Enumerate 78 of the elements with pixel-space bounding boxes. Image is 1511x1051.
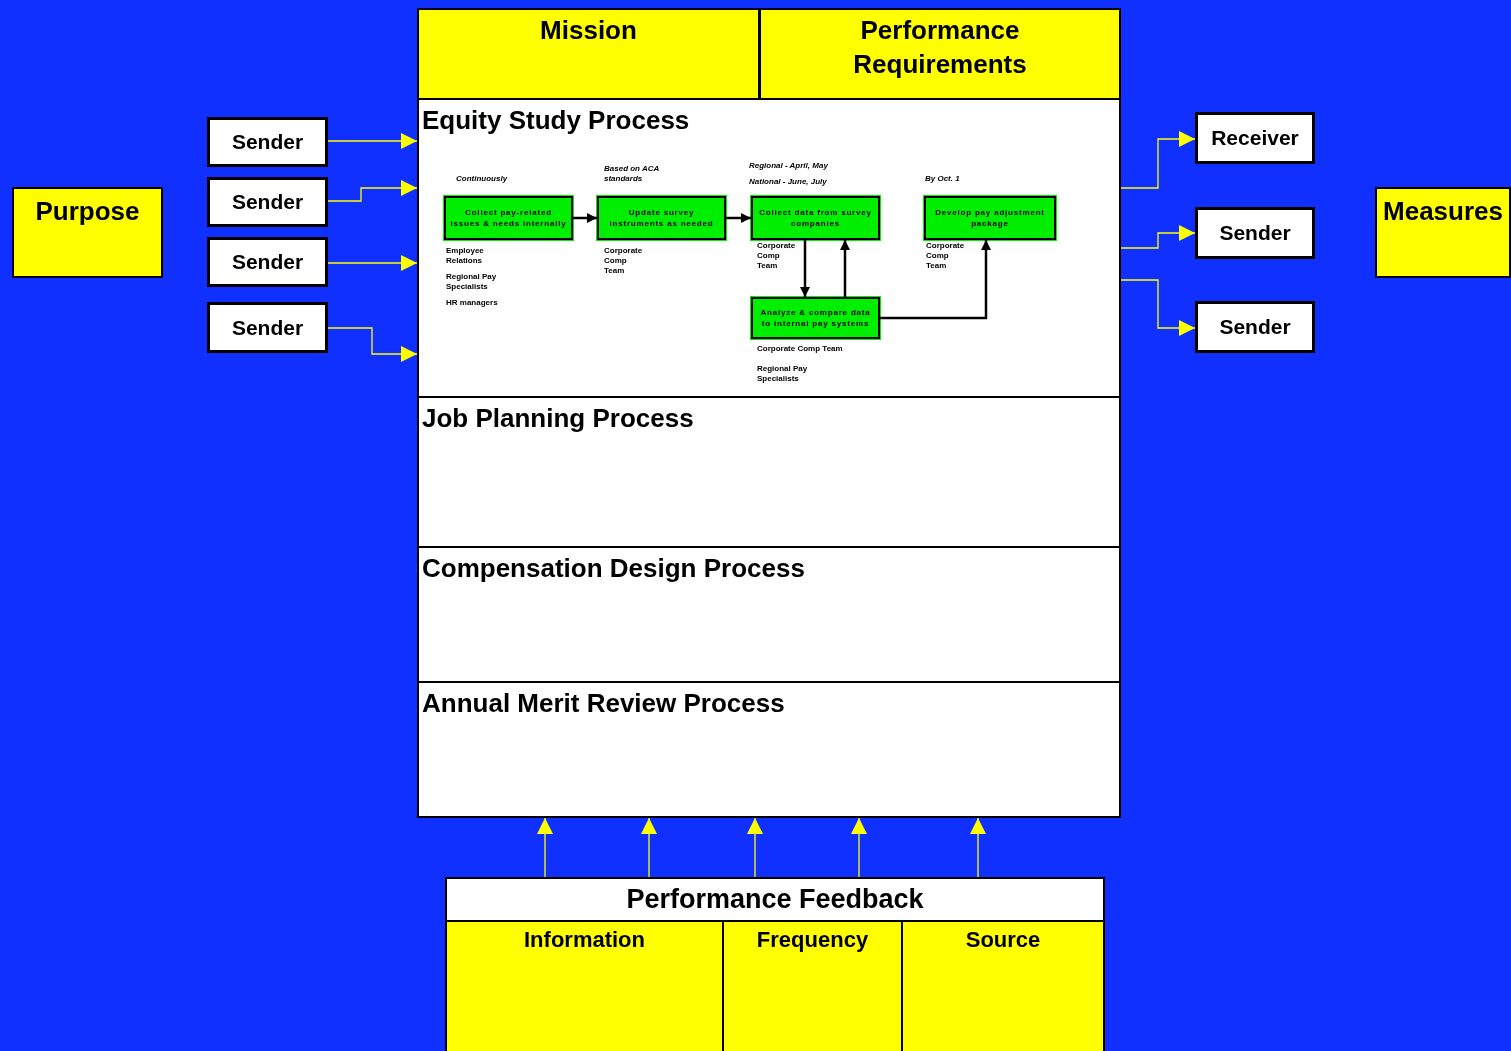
arrow — [327, 133, 418, 149]
note-text: Corporate Comp Team — [926, 241, 966, 271]
node-label: Develop pay adjustment package — [934, 206, 1046, 230]
feedback-column — [722, 920, 903, 1051]
note-text: Regional Pay Specialists — [446, 272, 498, 292]
process-box — [444, 196, 573, 240]
actor-box — [207, 117, 328, 167]
node-label: Job Planning Process — [422, 402, 694, 435]
node-label: Analyze & compare data to internal pay systems — [759, 306, 872, 330]
actor-box — [207, 237, 328, 287]
node-label: Frequency — [756, 926, 869, 954]
process-band — [417, 681, 1121, 818]
note-text: Regional - April, May — [749, 161, 829, 171]
process-box — [751, 297, 880, 339]
note-text: Corporate Comp Team — [757, 344, 844, 354]
actor-box — [1195, 207, 1315, 259]
note-text: Corporate Comp Team — [604, 246, 644, 276]
note-text: By Oct. 1 — [925, 174, 961, 184]
arrow — [327, 180, 418, 202]
feedback-column — [445, 920, 724, 1051]
note-text: Based on ACA standards — [604, 164, 660, 184]
process-box — [924, 196, 1056, 240]
node-label: Compensation Design Process — [422, 552, 805, 585]
note-text: National - June, July — [749, 177, 828, 187]
feedback-header — [445, 877, 1105, 922]
note-text: Corporate Comp Team — [757, 241, 797, 271]
process-band — [417, 396, 1121, 548]
feedback-column — [901, 920, 1105, 1051]
header-box — [417, 8, 760, 100]
node-label: Update survey instruments as needed — [608, 206, 715, 230]
arrow — [851, 817, 867, 878]
note-text: Continuously — [456, 174, 509, 184]
arrow — [726, 213, 751, 223]
actor-box — [207, 177, 328, 227]
arrow — [840, 240, 850, 297]
arrow — [800, 240, 810, 297]
node-label: Information — [524, 926, 645, 954]
arrow — [641, 817, 657, 878]
arrow — [747, 817, 763, 878]
node-label: Collect pay-related issues & needs internally — [450, 206, 567, 230]
process-box — [751, 196, 880, 240]
node-label: Sender — [231, 314, 304, 341]
node-label: Performance Feedback — [626, 882, 924, 916]
arrow — [1120, 225, 1196, 249]
arrow — [1120, 279, 1196, 336]
arrow — [970, 817, 986, 878]
node-label: Mission — [540, 14, 637, 47]
node-label: Sender — [1219, 314, 1291, 341]
node-label: Equity Study Process — [422, 104, 690, 137]
node-label: Measures — [1383, 195, 1503, 228]
node-label: Annual Merit Review Process — [422, 687, 785, 720]
label-box — [1375, 187, 1511, 278]
node-label: Source — [965, 926, 1041, 954]
label-box — [12, 187, 163, 278]
header-box — [759, 8, 1121, 100]
process-band — [417, 98, 1121, 398]
actor-box — [207, 302, 328, 353]
node-label: Sender — [1219, 220, 1291, 247]
node-label: Sender — [231, 129, 304, 156]
arrow — [573, 213, 597, 223]
process-band — [417, 546, 1121, 683]
node-label: Sender — [231, 249, 304, 276]
arrow — [537, 817, 553, 878]
arrow — [327, 255, 418, 271]
process-box — [597, 196, 726, 240]
arrow — [1120, 131, 1196, 189]
actor-box — [1195, 112, 1315, 164]
node-label: Sender — [231, 189, 304, 216]
node-label: Receiver — [1211, 125, 1299, 152]
node-label: Collect data from survey companies — [758, 206, 873, 230]
note-text: Employee Relations — [446, 246, 485, 266]
node-label: Purpose — [35, 195, 140, 228]
node-label: Performance Requirements — [852, 14, 1028, 81]
actor-box — [1195, 301, 1315, 353]
note-text: Regional Pay Specialists — [757, 364, 809, 384]
note-text: HR managers — [446, 298, 499, 308]
arrow — [880, 240, 991, 320]
arrow — [327, 327, 418, 362]
